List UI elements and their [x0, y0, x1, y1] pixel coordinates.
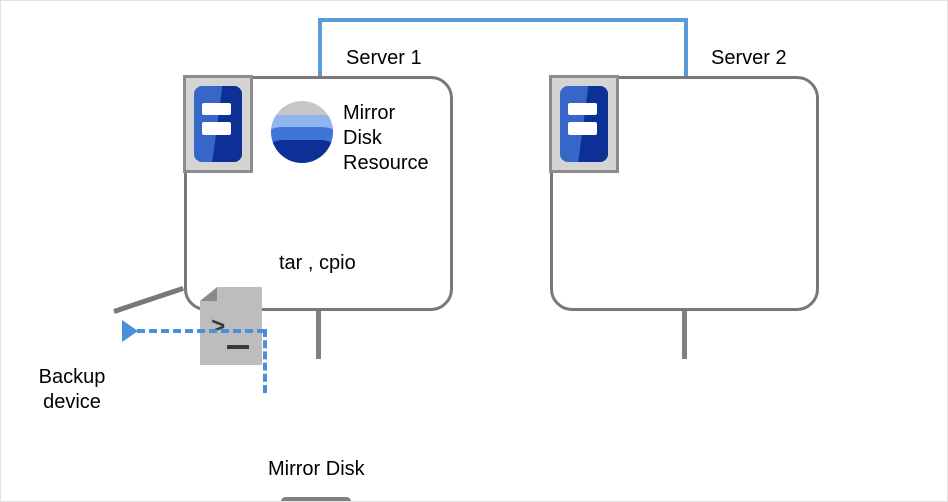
backup-flow-vertical-segment: [263, 329, 267, 393]
mirror-disk-resource-line-1: Mirror: [343, 102, 396, 124]
mirror-disk-1-label: Mirror Disk: [268, 458, 365, 480]
backup-device-label-line-2: device: [43, 391, 101, 413]
server-1-label: Server 1: [346, 47, 422, 69]
interconnect-left-segment: [318, 18, 322, 76]
mirror-disk-resource-line-2: Disk: [343, 127, 382, 149]
server-1-to-backup-device-wire: [113, 285, 185, 314]
script-fold-corner: [200, 287, 218, 302]
disk-cap-top: [281, 497, 351, 501]
sphere-icon: [271, 101, 333, 163]
mirror-disk-resource-label: Mirror Disk Resource: [343, 101, 429, 176]
mirror-disk-1-icon: [281, 497, 351, 501]
server-1-disk-wire: [316, 311, 321, 359]
server-icon-body: [560, 86, 608, 162]
server-2-label: Server 2: [711, 47, 787, 69]
script-prompt-caret: >: [211, 315, 226, 342]
script-prompt-underscore: [227, 345, 249, 349]
server-2-disk-wire: [682, 311, 687, 359]
backup-flow-arrowhead-icon: [122, 320, 138, 342]
server-2-machine-icon: [549, 75, 619, 173]
server-1-machine-icon: [183, 75, 253, 173]
server-icon-bar-bottom: [201, 122, 232, 135]
server-icon-bar-bottom: [567, 122, 598, 135]
server-icon-bar-top: [567, 102, 598, 115]
server-icon-bar-top: [201, 102, 232, 115]
backup-command-label: tar , cpio: [279, 252, 356, 274]
mirror-disk-resource-line-3: Resource: [343, 152, 429, 174]
backup-device-label-line-1: Backup: [38, 366, 106, 388]
sphere-wave-dark: [271, 140, 333, 163]
interconnect-right-segment: [684, 18, 688, 76]
script-file-icon: >: [200, 287, 262, 365]
server-icon-body: [194, 86, 242, 162]
interconnect-top-segment: [318, 18, 688, 22]
backup-device-label: Backup device: [11, 365, 133, 415]
backup-flow-horizontal-segment: [137, 329, 265, 333]
